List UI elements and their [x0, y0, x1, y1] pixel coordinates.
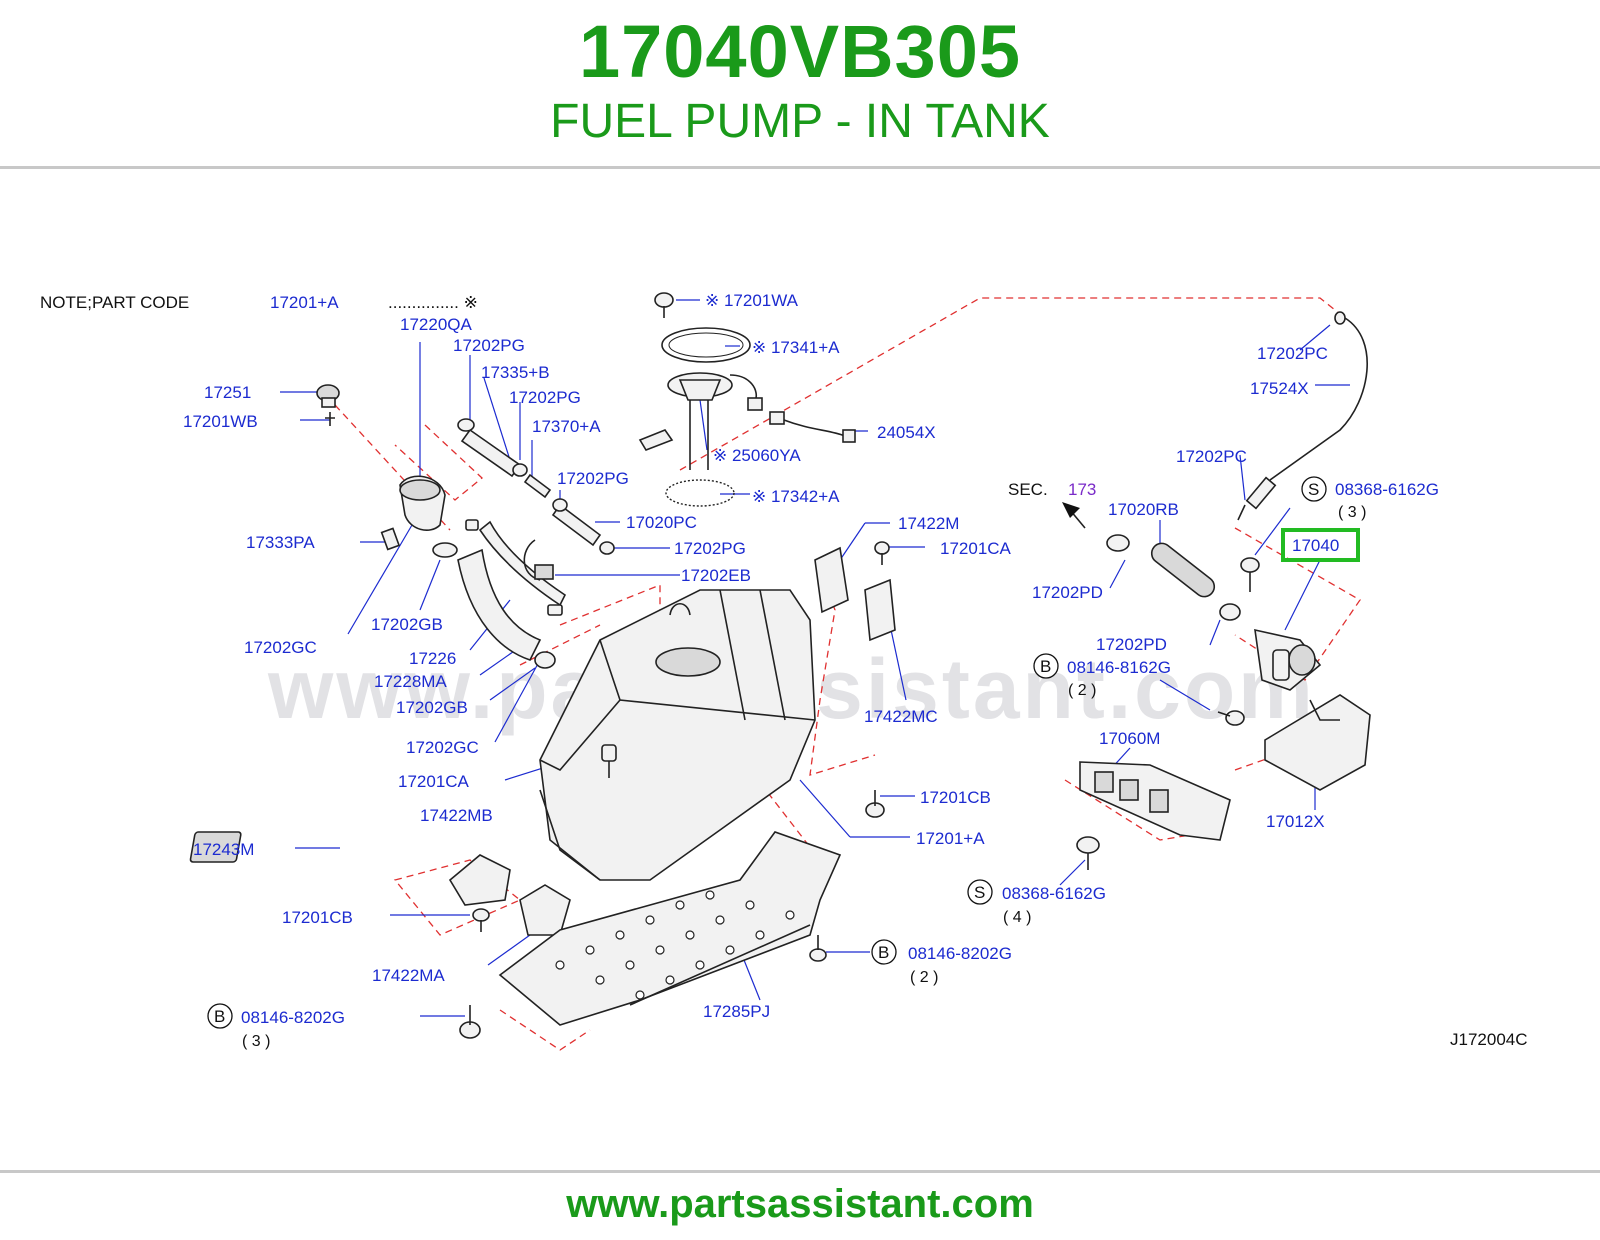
- note-line: NOTE;PART CODE 17201+A ............... ※: [40, 293, 478, 312]
- part-label-17524x[interactable]: 17524X: [1250, 379, 1309, 398]
- note-code: 17201+A: [270, 293, 339, 312]
- part-label-17202pg[interactable]: 17202PG: [509, 388, 581, 407]
- section-ref-label: SEC.: [1008, 480, 1048, 499]
- part-label-17202gb[interactable]: 17202GB: [396, 698, 468, 717]
- note-prefix: NOTE;PART CODE: [40, 293, 189, 312]
- part-label-08146-8162g[interactable]: 08146-8162G: [1067, 658, 1171, 677]
- part-label-17202gb[interactable]: 17202GB: [371, 615, 443, 634]
- part-label-17333pa[interactable]: 17333PA: [246, 533, 315, 552]
- tank-straps-brackets: [189, 541, 896, 936]
- part-label-08146-8202g[interactable]: 08146-8202G: [908, 944, 1012, 963]
- circle-marker-b: B: [878, 943, 889, 962]
- part-labels-left[interactable]: 17220QA 17202PG 17335+B 17202PG 17370+A …: [183, 315, 751, 1050]
- part-label-17201cb[interactable]: 17201CB: [920, 788, 991, 807]
- part-label-17220qa[interactable]: 17220QA: [400, 315, 472, 334]
- top-divider: [0, 166, 1600, 169]
- circle-marker-s: S: [1308, 480, 1319, 499]
- skid-plate: [459, 831, 842, 1039]
- footer-website-url[interactable]: www.partsassistant.com: [566, 1182, 1034, 1226]
- part-label-17422m[interactable]: 17422M: [898, 514, 959, 533]
- quantity-label: ( 2 ): [1068, 682, 1096, 699]
- part-label-17422mc[interactable]: 17422MC: [864, 707, 938, 726]
- part-label-17202pd[interactable]: 17202PD: [1096, 635, 1167, 654]
- bottom-divider: [0, 1170, 1600, 1173]
- diagram-code: J172004C: [1450, 1030, 1528, 1049]
- quantity-label: ( 2 ): [910, 969, 938, 986]
- part-labels-center[interactable]: ※ 17201WA ※ 17341+A ※ 25060YA ※ 17342+A …: [703, 291, 1012, 1021]
- part-label-17342a[interactable]: ※ 17342+A: [752, 487, 840, 506]
- part-label-17251[interactable]: 17251: [204, 383, 251, 402]
- part-label-17243m[interactable]: 17243M: [193, 840, 254, 859]
- part-label-08368-6162g[interactable]: 08368-6162G: [1335, 480, 1439, 499]
- quantity-label: ( 3 ): [242, 1033, 270, 1050]
- part-number-title: 17040VB305: [578, 10, 1022, 93]
- circle-marker-s: S: [974, 883, 985, 902]
- part-label-17370a[interactable]: 17370+A: [532, 417, 601, 436]
- note-dots: ............... ※: [388, 293, 478, 312]
- part-label-25060ya[interactable]: ※ 25060YA: [713, 446, 801, 465]
- part-label-17226[interactable]: 17226: [409, 649, 456, 668]
- part-label-17202gc[interactable]: 17202GC: [406, 738, 479, 757]
- quantity-label: ( 4 ): [1003, 909, 1031, 926]
- part-label-17335b[interactable]: 17335+B: [481, 363, 550, 382]
- part-label-17202pg[interactable]: 17202PG: [674, 539, 746, 558]
- part-label-17201wb[interactable]: 17201WB: [183, 412, 258, 431]
- part-label-17422ma[interactable]: 17422MA: [372, 966, 445, 985]
- part-label-17202pg[interactable]: 17202PG: [557, 469, 629, 488]
- part-label-17202gc[interactable]: 17202GC: [244, 638, 317, 657]
- part-label-17040-highlighted[interactable]: 17040: [1292, 536, 1339, 555]
- part-name-subtitle: FUEL PUMP - IN TANK: [550, 95, 1050, 148]
- part-label-17201a[interactable]: 17201+A: [916, 829, 985, 848]
- left-filler-assembly: [316, 384, 567, 669]
- part-label-17060m[interactable]: 17060M: [1099, 729, 1160, 748]
- circle-marker-b: B: [1040, 657, 1051, 676]
- part-label-17201ca[interactable]: 17201CA: [940, 539, 1012, 558]
- part-label-17341a[interactable]: ※ 17341+A: [752, 338, 840, 357]
- part-label-17202pd[interactable]: 17202PD: [1032, 583, 1103, 602]
- bolt-circle-markers: S B S B B: [207, 476, 1327, 1029]
- part-label-08146-8202g[interactable]: 08146-8202G: [241, 1008, 345, 1027]
- section-ref-link[interactable]: 173: [1068, 480, 1096, 499]
- part-label-17020pc[interactable]: 17020PC: [626, 513, 697, 532]
- part-label-17202pc[interactable]: 17202PC: [1257, 344, 1328, 363]
- part-label-17012x[interactable]: 17012X: [1266, 812, 1325, 831]
- part-label-17202eb[interactable]: 17202EB: [681, 566, 751, 585]
- part-label-17201wa[interactable]: ※ 17201WA: [705, 291, 799, 310]
- page-header: 17040VB305 FUEL PUMP - IN TANK: [0, 0, 1600, 170]
- fuel-hose-line: [457, 418, 615, 555]
- part-label-17422mb[interactable]: 17422MB: [420, 806, 493, 825]
- fuel-pump-assembly-center: [638, 292, 856, 507]
- part-label-24054x[interactable]: 24054X: [877, 423, 936, 442]
- highlight-box-17040: [1281, 528, 1360, 562]
- part-label-08368-6162g[interactable]: 08368-6162G: [1002, 884, 1106, 903]
- circle-marker-b: B: [214, 1007, 225, 1026]
- part-labels-right[interactable]: 17202PC 17524X 17202PC 08368-6162G ( 3 )…: [1002, 344, 1439, 926]
- fuel-tank: [539, 589, 816, 881]
- part-label-17285pj[interactable]: 17285PJ: [703, 1002, 770, 1021]
- part-label-17228ma[interactable]: 17228MA: [374, 672, 447, 691]
- part-label-17202pc[interactable]: 17202PC: [1176, 447, 1247, 466]
- part-label-17202pg[interactable]: 17202PG: [453, 336, 525, 355]
- quantity-label: ( 3 ): [1338, 504, 1366, 521]
- part-label-17201ca[interactable]: 17201CA: [398, 772, 470, 791]
- part-label-17020rb[interactable]: 17020RB: [1108, 500, 1179, 519]
- part-label-17201cb[interactable]: 17201CB: [282, 908, 353, 927]
- fuel-filter-assembly-right: [1062, 311, 1371, 870]
- leader-lines: [280, 299, 1350, 1017]
